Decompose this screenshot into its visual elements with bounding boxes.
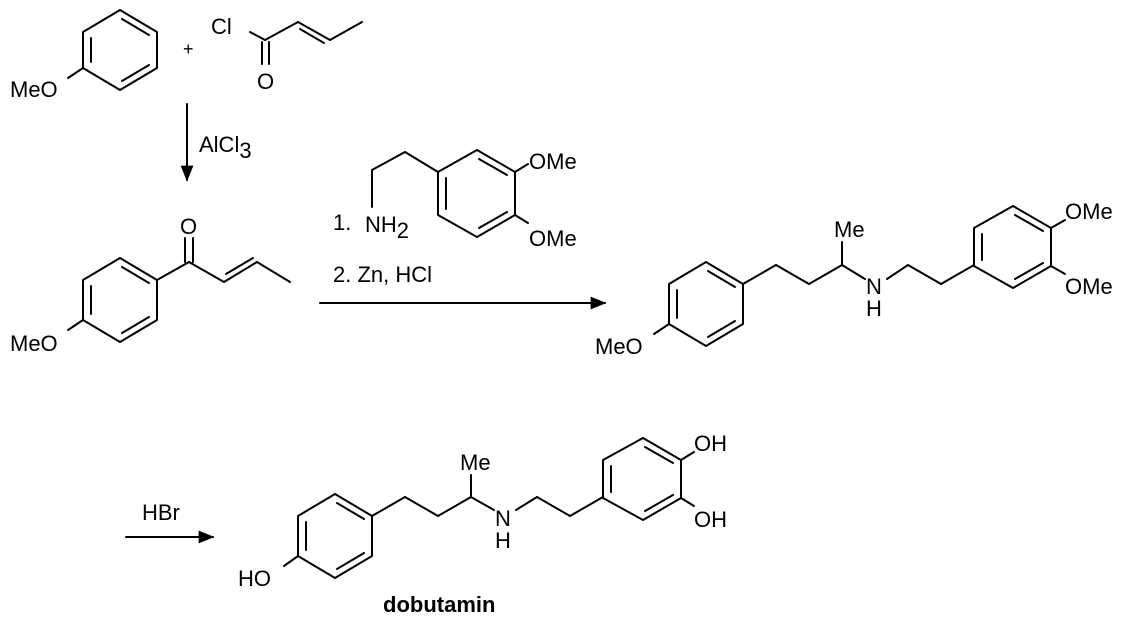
enone-structure [67,237,291,343]
dobutamine-structure [283,437,695,579]
acyl-chloride-o-label: O [257,69,274,94]
homoveratrylamine-structure [371,149,529,238]
product-name: dobutamin [383,592,495,617]
dimethoxy-amine-structure [653,205,1066,347]
intermediate2-h-label: H [866,296,882,321]
product-oh-bottom: OH [694,507,727,532]
intermediate2-n-label: N [866,274,882,299]
reagent-ome-top: OMe [529,149,577,174]
anisole-methoxy-label: MeO [10,77,58,102]
step1-reagent: AlCl3 [199,132,252,163]
product-me-label: Me [460,450,491,475]
crotonyl-chloride-structure [249,21,363,65]
product-n-label: N [495,506,511,531]
plus-sign: + [183,39,194,59]
product-oh-top: OH [694,431,727,456]
reagent-amine-label: NH2 [365,212,409,243]
product-hydroxy-label: HO [238,566,271,591]
step3-reagent: HBr [142,500,180,525]
enone-carbonyl-o-label: O [180,214,197,239]
intermediate2-ome-top: OMe [1065,199,1113,224]
anisole-structure [67,9,158,91]
product-h-label: H [495,528,511,553]
step2-conditions: 2. Zn, HCl [333,262,432,287]
intermediate2-ome-bottom: OMe [1065,274,1113,299]
step2-number-1: 1. [333,210,351,235]
reagent-ome-bottom: OMe [529,226,577,251]
intermediate2-me-label: Me [834,217,865,242]
intermediate2-methoxy-label: MeO [595,334,643,359]
enone-methoxy-label: MeO [10,331,58,356]
acyl-chloride-cl-label: Cl [211,14,232,39]
